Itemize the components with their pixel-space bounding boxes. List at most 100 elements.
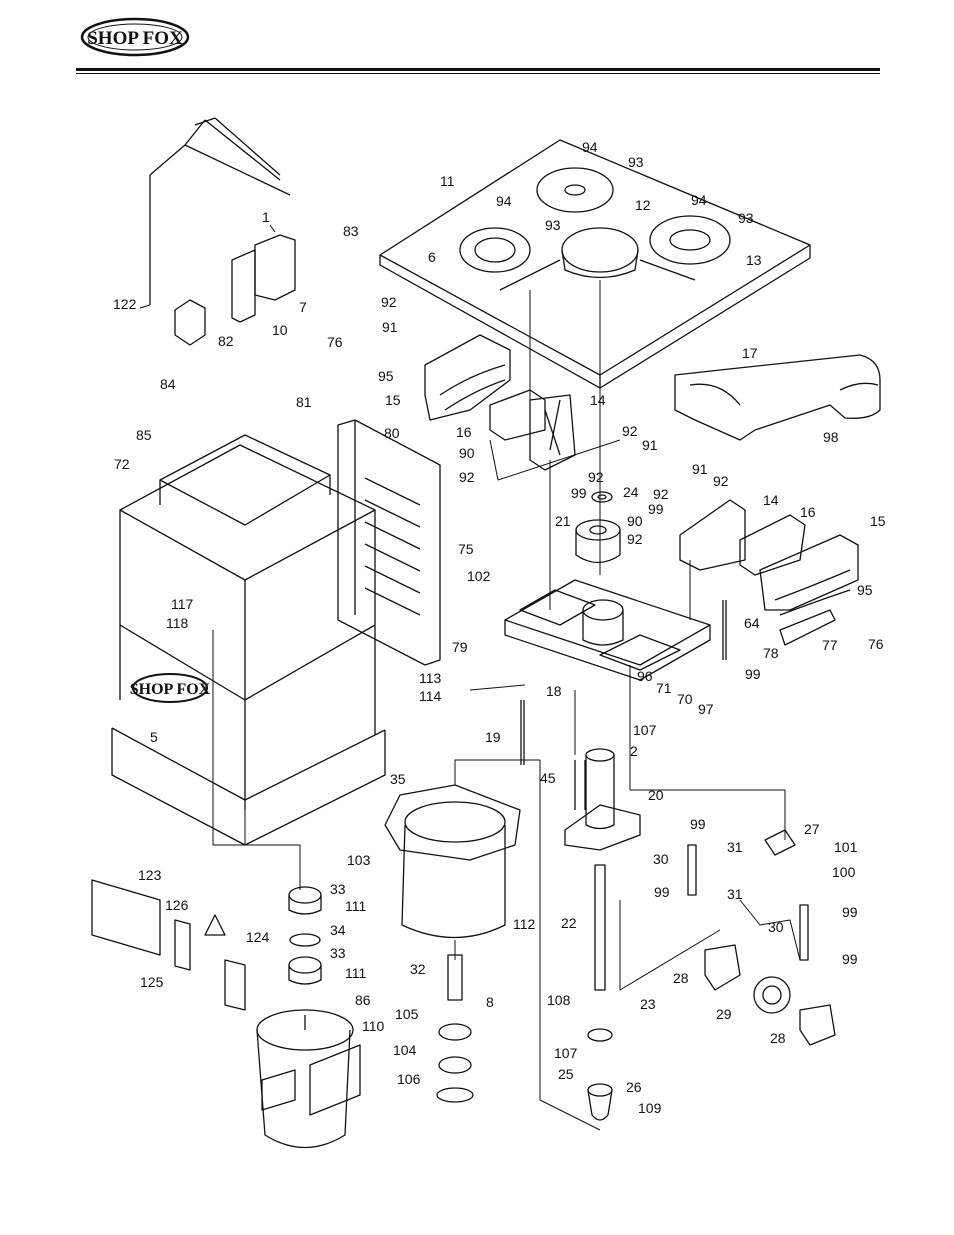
callout-35: 35 <box>390 771 406 787</box>
callout-112: 112 <box>513 916 536 932</box>
callout-107b: 107 <box>554 1045 578 1061</box>
callout-118: 118 <box>166 615 189 631</box>
callout-81: 81 <box>296 394 312 410</box>
callout-99g: 99 <box>842 951 858 967</box>
callout-31a: 31 <box>727 839 743 855</box>
callout-92c: 92 <box>459 469 475 485</box>
callout-96: 96 <box>637 668 653 684</box>
callout-99b: 99 <box>648 501 664 517</box>
callout-92d: 92 <box>588 469 604 485</box>
callout-99f: 99 <box>842 904 858 920</box>
logo-text: SHOP FOX <box>87 28 183 49</box>
callout-8: 8 <box>486 994 494 1010</box>
callout-126: 126 <box>165 897 189 913</box>
callout-7: 7 <box>299 299 307 315</box>
callout-111a: 111 <box>345 898 366 914</box>
dust-chute <box>674 354 881 441</box>
callout-72: 72 <box>114 456 130 472</box>
callout-5: 5 <box>150 729 158 745</box>
callout-95a: 95 <box>378 368 394 384</box>
callout-91c: 91 <box>692 461 708 477</box>
callout-83: 83 <box>343 223 359 239</box>
callout-33a: 33 <box>330 881 346 897</box>
callout-19: 19 <box>485 729 501 745</box>
leader-lines <box>139 224 801 1131</box>
motor-plate <box>504 579 711 681</box>
callout-91b: 91 <box>642 437 658 453</box>
callout-93b: 93 <box>545 217 561 233</box>
callout-107a: 107 <box>633 722 657 738</box>
callout-90b: 90 <box>627 513 643 529</box>
callout-16a: 16 <box>456 424 472 440</box>
callout-23: 23 <box>640 996 656 1012</box>
callout-76a: 76 <box>327 334 343 350</box>
callout-99c: 99 <box>745 666 761 682</box>
rods <box>520 600 727 810</box>
callout-86: 86 <box>355 992 371 1008</box>
callout-101: 101 <box>834 839 858 855</box>
callout-99e: 99 <box>654 884 670 900</box>
callout-28a: 28 <box>673 970 689 986</box>
callout-82: 82 <box>218 333 234 349</box>
callout-80: 80 <box>384 425 400 441</box>
cabinet-logo <box>132 673 208 703</box>
callout-34: 34 <box>330 922 346 938</box>
callout-14a: 14 <box>590 392 606 408</box>
callout-92e: 92 <box>653 486 669 502</box>
callout-16b: 16 <box>800 504 816 520</box>
shroud <box>384 784 521 939</box>
callout-93c: 93 <box>738 210 754 226</box>
callout-64: 64 <box>744 615 760 631</box>
right-trunnion <box>679 499 859 646</box>
callout-117: 117 <box>171 596 194 612</box>
callout-95b: 95 <box>857 582 873 598</box>
callout-91a: 91 <box>382 319 398 335</box>
callout-75: 75 <box>458 541 474 557</box>
callout-103: 103 <box>347 852 371 868</box>
callouts: 1 2 5 6 7 8 10 11 12 13 14 14 15 15 16 1… <box>113 139 886 1116</box>
callout-93a: 93 <box>628 154 644 170</box>
callout-106: 106 <box>397 1071 421 1087</box>
callout-12: 12 <box>635 197 651 213</box>
callout-2: 2 <box>630 743 638 759</box>
callout-105: 105 <box>395 1006 419 1022</box>
callout-92b: 92 <box>622 423 638 439</box>
cabinet-logo-text: SHOP FOX <box>130 681 211 698</box>
callout-98: 98 <box>823 429 839 445</box>
pulley-21 <box>575 491 621 564</box>
callout-110: 110 <box>362 1018 385 1034</box>
callout-28b: 28 <box>770 1030 786 1046</box>
callout-79: 79 <box>452 639 468 655</box>
callout-22: 22 <box>561 915 577 931</box>
callout-99a: 99 <box>571 485 587 501</box>
callout-71: 71 <box>656 680 672 696</box>
callout-97: 97 <box>698 701 714 717</box>
motor <box>256 1009 361 1149</box>
callout-109: 109 <box>638 1100 662 1116</box>
callout-94a: 94 <box>582 139 598 155</box>
callout-114: 114 <box>419 688 442 704</box>
arbor-assembly <box>564 748 641 1121</box>
callout-18: 18 <box>546 683 562 699</box>
callout-125: 125 <box>140 974 164 990</box>
cabinet-door <box>337 419 441 666</box>
callout-90a: 90 <box>459 445 475 461</box>
callout-122: 122 <box>113 296 137 312</box>
callout-15b: 15 <box>870 513 886 529</box>
callout-14b: 14 <box>763 492 779 508</box>
callout-17: 17 <box>742 345 758 361</box>
callout-92a: 92 <box>381 294 397 310</box>
callout-77: 77 <box>822 637 838 653</box>
callout-104: 104 <box>393 1042 417 1058</box>
callout-32: 32 <box>410 961 426 977</box>
callout-102: 102 <box>467 568 491 584</box>
callout-99d: 99 <box>690 816 706 832</box>
callout-70: 70 <box>677 691 693 707</box>
callout-27: 27 <box>804 821 820 837</box>
callout-85: 85 <box>136 427 152 443</box>
callout-24: 24 <box>623 484 639 500</box>
callout-15a: 15 <box>385 392 401 408</box>
header-rule <box>76 68 880 71</box>
callout-94b: 94 <box>496 193 512 209</box>
callout-26: 26 <box>626 1079 642 1095</box>
